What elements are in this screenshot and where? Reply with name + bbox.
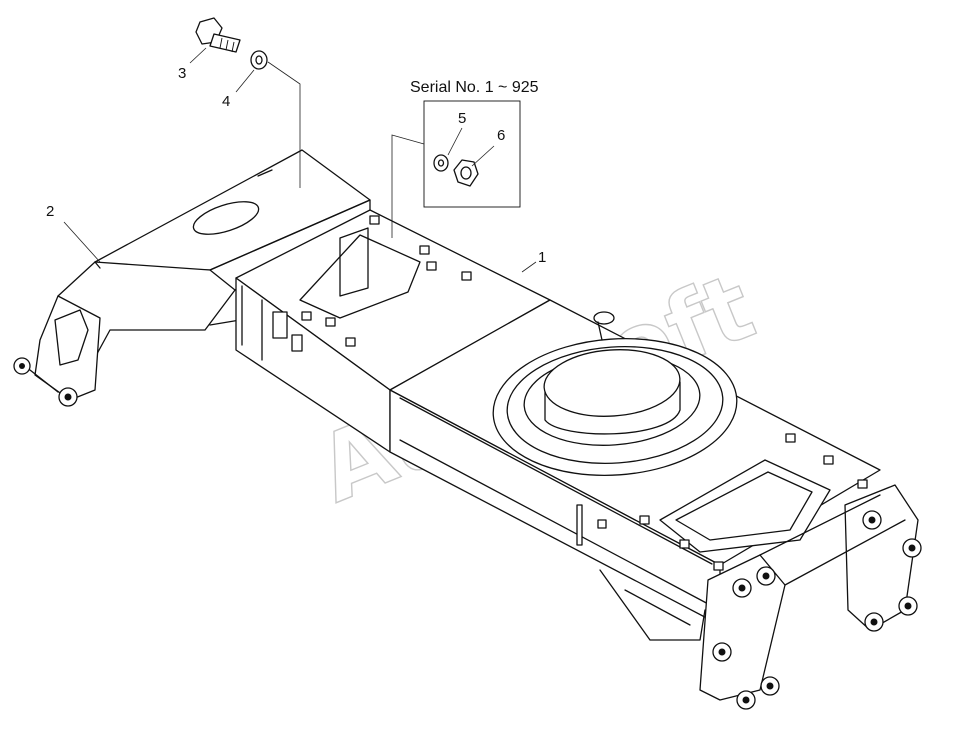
callout-1: 1 <box>538 249 546 266</box>
part-3-bolt[interactable] <box>195 17 241 53</box>
callout-3: 3 <box>178 65 186 82</box>
callout-4: 4 <box>222 93 230 110</box>
callout-6: 6 <box>497 127 505 144</box>
callout-5: 5 <box>458 110 466 127</box>
part-5-washer[interactable] <box>433 154 449 172</box>
part-4-washer[interactable] <box>250 50 268 70</box>
serial-variant-box <box>423 100 521 208</box>
serial-note: Serial No. 1 ~ 925 <box>410 79 539 96</box>
part-6-nut[interactable] <box>453 159 479 187</box>
part-2-boom-arm[interactable] <box>13 149 371 407</box>
leader-lines <box>63 47 537 273</box>
callout-2: 2 <box>46 203 54 220</box>
part-1-main-frame[interactable] <box>235 209 922 710</box>
